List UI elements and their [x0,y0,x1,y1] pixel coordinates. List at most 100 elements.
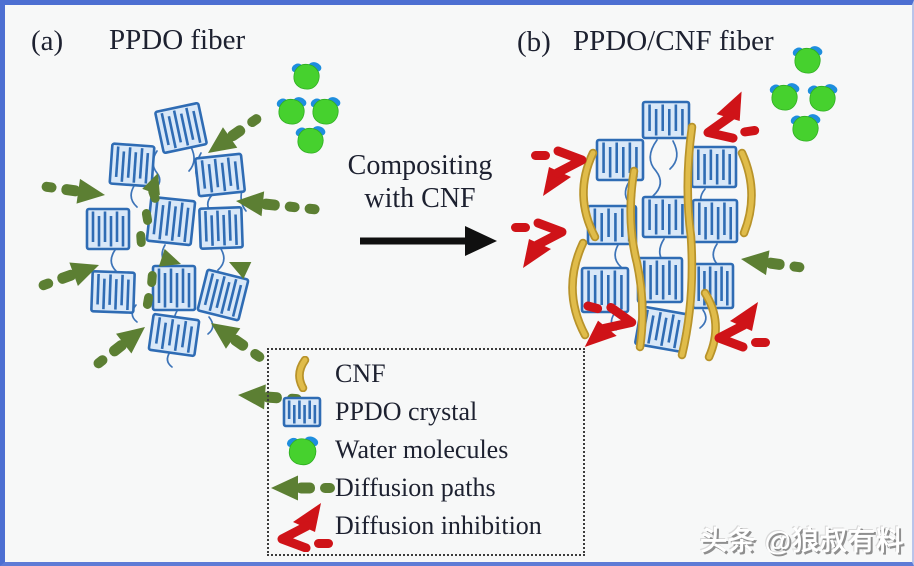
water-green-part [809,85,836,112]
compositing-arrow [360,226,497,256]
water-molecule [276,97,307,125]
crystal-fold-line [167,115,177,149]
ppdo-crystal [194,152,246,198]
arrow-dash [38,278,54,291]
water-molecule [295,126,326,154]
arrow-head [69,262,99,286]
cnf-fiber [737,148,756,238]
water-green-part [312,98,339,125]
arrow-body [765,257,785,270]
crystal-fold-line [102,278,106,310]
legend-label: Water molecules [335,435,509,464]
inhibition-dash [531,151,550,160]
legend-item: CNF [269,355,583,393]
amorphous-chain [130,185,138,208]
legend-item: PPDO crystal [269,393,583,431]
cnf-fiber [626,166,647,352]
inhibition-elbow [599,302,637,333]
water-green-part [794,47,821,74]
inhibition-elbow [277,521,312,552]
amorphous-chain [699,309,707,329]
crystal-fold-line [667,314,675,343]
cnf-fiber [700,288,720,362]
crystal-fold-line [192,110,202,144]
legend-item: Water molecules [269,431,583,469]
diffusion-inhibition-arrow [277,503,333,552]
legend-icon-cell [269,356,335,392]
crystal-fold-line [120,274,124,306]
crystal-fold-line [183,207,190,243]
legend-icon-cell [269,432,335,468]
crystal-fold-line [654,311,662,341]
crystal-fold-line [165,201,172,236]
diffusion-path-arrow [208,114,262,153]
diffusion-inhibition-icon [277,503,333,552]
legend-label: CNF [335,359,386,388]
amorphous-chain [614,244,622,268]
diffusion-paths-icon [271,475,335,501]
crystal-fold-line [177,202,184,238]
diffusion-inhibition-arrow [714,302,770,352]
inhibition-elbow [714,320,749,352]
crystal-fold-line [167,319,175,346]
ppdo-crystal [580,266,630,314]
panel-a-title: PPDO fiber [109,24,246,56]
arrow-head [741,250,770,276]
crystal-outline [194,152,246,198]
ppdo-crystal [108,142,156,188]
ppdo-crystal [196,268,250,322]
arrow-dash [789,261,805,273]
arrow-body [61,184,81,197]
diffusion-path-arrow [211,323,265,362]
crystal-fold-line [185,107,195,141]
transition-line1: Compositing [347,150,493,181]
crystal-fold-line [173,324,181,351]
arrow-dash [304,203,320,215]
ppdo-crystal [690,145,738,189]
ppdo-crystal [154,101,208,155]
crystal-fold-line [126,147,132,178]
amorphous-chain [649,139,662,197]
crystal-fold-line [210,215,214,246]
crystal-outline [108,142,156,188]
cnf-fiber [579,148,600,242]
crystal-fold-line [152,199,159,235]
crystal-fold-line [160,322,168,350]
arrow-body [230,334,249,351]
arrow-head [238,384,266,410]
diffusion-path-dash [147,271,157,287]
legend-item: Diffusion paths [269,469,583,507]
crystal-outline [151,264,197,312]
legend-icon-cell [269,500,335,552]
crystal-outline [196,268,250,322]
ppdo-crystal-icon [282,396,322,428]
ppdo-crystal [90,270,136,314]
legend-icon-cell [269,475,335,501]
amorphous-chain [712,243,719,266]
arrow-head [208,127,238,153]
crystal-outline [580,266,630,314]
crystal-fold-line [138,148,144,179]
inhibition-elbow [703,111,738,143]
crystal-fold-line [220,281,231,314]
crystal-fold-line [144,152,150,184]
water-molecule [807,84,838,112]
cnf-fiber [295,356,310,392]
ppdo-crystal [145,195,197,247]
crystal-fold-line [158,204,165,240]
legend-label: PPDO crystal [335,397,478,426]
inhibition-dash [583,301,603,314]
inhibition-elbow [532,218,567,250]
amorphous-chain [669,140,678,170]
watermark: 头条 @狼叔有料 [700,526,904,556]
crystal-fold-line [200,160,207,189]
crystal-fold-line [215,276,226,309]
crystal-fold-line [226,157,233,187]
water-molecule [792,46,823,74]
diagram-canvas [38,46,838,410]
arrow-head [76,178,105,204]
ppdo-crystal [151,264,197,312]
inhibition-head [716,91,742,121]
diffusion-path-arrowhead [229,262,252,280]
